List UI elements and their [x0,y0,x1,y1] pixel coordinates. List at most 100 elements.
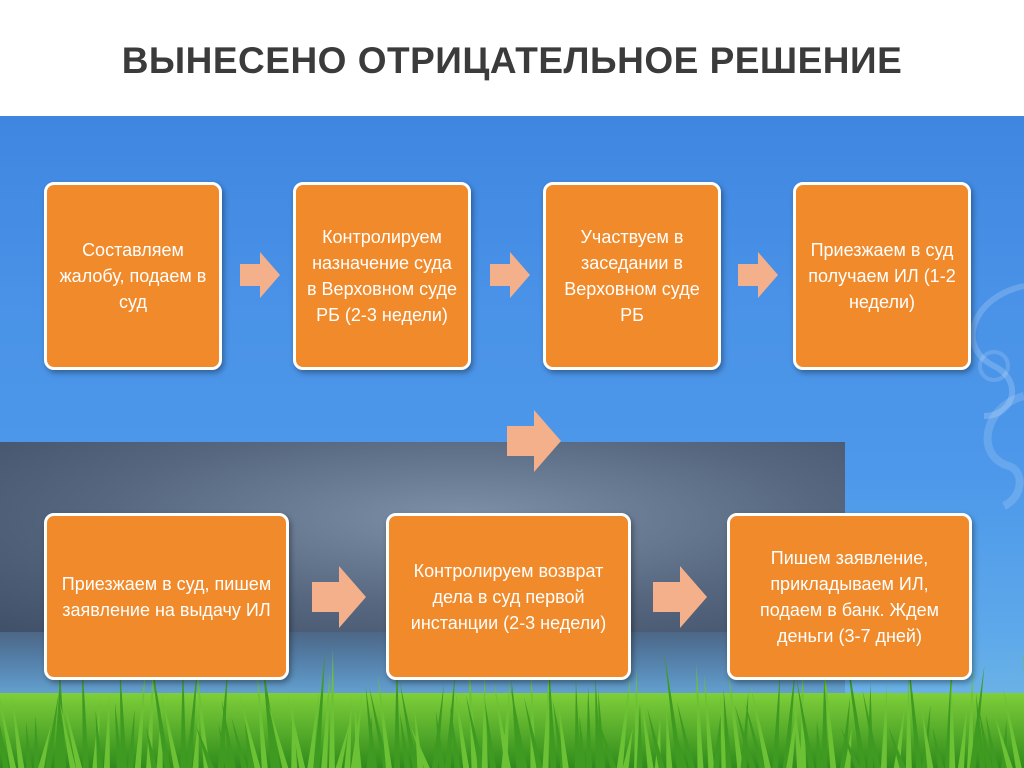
grass-blade [598,720,617,768]
grass-blade [1003,687,1022,768]
grass-blade [307,688,320,768]
step-box-5: Приезжаем в суд, пишем заявление на выда… [44,513,289,680]
grass-blade [822,652,837,768]
grass-blade [410,725,430,768]
step-box-6: Контролируем возврат дела в суд первой и… [386,513,631,680]
step-box-1: Составляем жалобу, подаем в суд [44,182,222,370]
grass-blade [493,681,511,768]
grass-blade [664,652,683,768]
grass-blade [641,698,654,768]
grass-blade [636,703,643,768]
grass-blade [134,666,146,768]
grass-blade [161,692,180,768]
grass-blade [734,705,756,768]
step-text-1: Составляем жалобу, подаем в суд [59,240,207,312]
grass-blade [548,658,557,768]
grass-blade [26,721,33,768]
slide-header: ВЫНЕСЕНО ОТРИЦАТЕЛЬНОЕ РЕШЕНИЕ [0,0,1024,116]
grass-blade [103,695,110,768]
grass-blade [0,724,9,768]
grass-blade [793,694,804,768]
grass-blade [261,657,281,768]
grass-blade [268,703,289,768]
grass-blade [465,695,485,768]
grass-blade [558,699,569,768]
step-box-3: Участвуем в заседании в Верховном суде Р… [543,182,721,370]
grass-blade [335,721,350,768]
grass-blade [221,699,236,768]
arrow-right-icon [507,410,561,472]
grass-blade [862,690,881,768]
grass-blade [449,705,461,768]
grass-blade [481,670,488,768]
step-text-3: Участвуем в заседании в Верховном суде Р… [564,227,700,325]
grass-blade [969,665,985,768]
grass-blade [816,720,823,768]
grass-blade [796,677,815,768]
grass-blade [786,697,799,768]
grass-blade [245,721,254,768]
grass-blade [192,715,199,768]
grass-blade [63,699,83,768]
arrow-right-icon [653,566,707,628]
grass-blade [994,715,1013,768]
grass-blade [218,723,231,768]
grass-blade [985,714,999,768]
grass-blade [231,717,248,768]
arrow-right-icon [312,566,366,628]
grass-blade [978,707,993,768]
arrow-right-icon [490,252,530,298]
grass-blade [905,667,912,768]
grass-blade [114,702,123,768]
grass-blade [598,689,606,768]
grass-blade [431,683,444,768]
grass-blade [647,708,665,768]
grass-blade [313,650,326,768]
step-box-7: Пишем заявление, прикладываем ИЛ, подаем… [727,513,972,680]
grass-blade [394,655,401,768]
grass-blade [95,710,104,768]
grass-blade [745,702,766,768]
grass-blade [676,701,695,768]
grass-blade [377,675,392,768]
grass-blade [586,686,593,768]
grass-blade [696,662,704,768]
step-box-4: Приезжаем в суд получаем ИЛ (1-2 недели) [793,182,971,370]
grass-blade [967,668,974,768]
grass-blade [455,688,470,768]
grass-blade [217,661,229,768]
grass-blade [616,674,631,768]
step-text-2: Контролируем назначение суда в Верховном… [306,227,457,325]
slide-title: ВЫНЕСЕНО ОТРИЦАТЕЛЬНОЕ РЕШЕНИЕ [121,40,903,81]
grass-blade [713,707,722,768]
grass-blade [399,713,411,768]
grass-blade [574,678,581,768]
grass-blade [444,669,456,768]
grass-blade [704,674,715,768]
swirl-decoration [969,283,1024,510]
grass-blade [328,648,335,768]
step-box-2: Контролируем назначение суда в Верховном… [293,182,471,370]
grass-blade [0,698,17,768]
grass-blade [180,658,187,768]
grass-blade [888,726,906,768]
grass-blade [350,692,363,768]
grass-blade [921,708,934,768]
step-text-5: Приезжаем в суд, пишем заявление на выда… [61,573,272,620]
grass-blade [119,660,128,768]
grass-blade [435,710,446,768]
grass-blade [840,696,851,768]
grass-blade [772,671,781,768]
grass-blade [38,723,52,768]
grass-blade [750,684,771,768]
grass-blade [33,715,40,768]
grass-blade [239,694,261,768]
grass-blade [287,694,306,768]
grass-blade [728,672,744,768]
grass-blade [185,664,198,768]
grass-blade [195,658,210,768]
grass-blade [880,682,887,768]
grass-blade [907,656,923,768]
grass-blade [949,671,956,768]
grass-blade [321,671,330,768]
